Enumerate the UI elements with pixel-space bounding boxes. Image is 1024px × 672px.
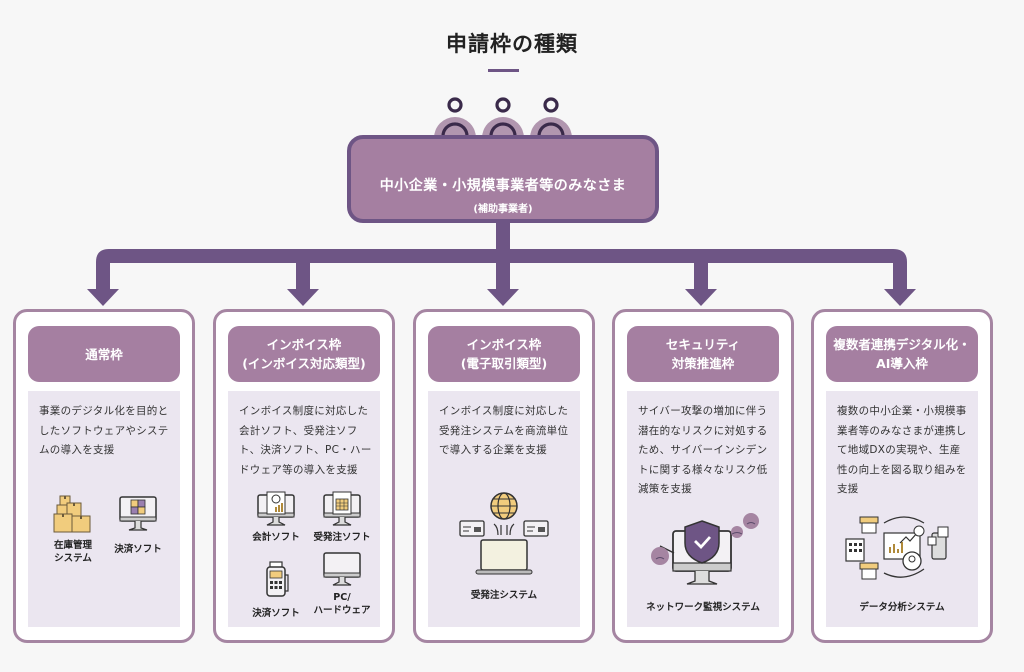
frame-body: 事業のデジタル化を目的としたソフトウェアやシステムの導入を支援 在庫管理システム: [28, 391, 180, 627]
item-inventory: 在庫管理システム: [48, 495, 98, 565]
item-pc-hardware: PC/ハードウェア: [312, 551, 372, 617]
item-label: 会計ソフト: [252, 532, 300, 543]
frame-description: インボイス制度に対応した受発注システムを商流単位で導入する企業を支援: [439, 405, 569, 456]
arrowhead-icon: [87, 289, 119, 306]
data-analysis-icon: [845, 516, 949, 580]
item-label: 受発注システム: [470, 590, 538, 601]
arrowhead-icon: [685, 289, 717, 306]
applicant-box: 中小企業・小規模事業者等のみなさま (補助事業者): [347, 135, 659, 223]
item-label: 決済ソフト: [114, 544, 162, 555]
item-data-analysis: データ分析システム: [840, 513, 964, 614]
item-payment-terminal: 決済ソフト: [248, 561, 304, 620]
pc-monitor-icon: [323, 552, 361, 586]
frame-title-line: 複数者連携デジタル化・: [833, 337, 971, 352]
frame-description: インボイス制度に対応した会計ソフト、受発注ソフト、決済ソフト、PC・ハードウェア…: [239, 405, 372, 476]
frame-title-line: 対策推進枠: [671, 356, 735, 371]
calculator-monitor-icon: [119, 496, 157, 531]
frame-description: 複数の中小企業・小規模事業者等のみなさまが連携して地域DXの実現や、生産性の向上…: [837, 405, 967, 495]
item-label: システム: [54, 553, 92, 564]
frame-body: サイバー攻撃の増加に伴う潜在的なリスクに対処するため、サイバーインシデントに関す…: [627, 391, 779, 627]
frame-title-line: 通常枠: [85, 346, 123, 362]
frame-title-line: インボイス枠: [466, 337, 542, 352]
payment-terminal-icon: [266, 561, 289, 597]
frame-body: インボイス制度に対応した会計ソフト、受発注ソフト、決済ソフト、PC・ハードウェア…: [228, 391, 380, 627]
frame-title: 通常枠: [28, 326, 180, 382]
frame-title-line: (インボイス対応類型): [242, 356, 366, 371]
page-title: 申請枠の種類: [446, 32, 578, 56]
item-label: ハードウェア: [313, 605, 371, 616]
item-payment-software: 決済ソフト: [108, 495, 168, 556]
frame-card-normal: 通常枠 事業のデジタル化を目的としたソフトウェアやシステムの導入を支援 在庫管理…: [13, 309, 195, 643]
shield-monitor-icon: [651, 513, 759, 585]
frame-title-line: セキュリティ: [665, 337, 741, 352]
frame-title-line: インボイス枠: [266, 337, 342, 352]
frame-description: 事業のデジタル化を目的としたソフトウェアやシステムの導入を支援: [39, 405, 169, 456]
frame-body: 複数の中小企業・小規模事業者等のみなさまが連携して地域DXの実現や、生産性の向上…: [826, 391, 978, 627]
frame-title: インボイス枠 (インボイス対応類型): [228, 326, 380, 382]
item-label: 決済ソフト: [252, 608, 300, 619]
frame-body: インボイス制度に対応した受発注システムを商流単位で導入する企業を支援 受発注シス…: [428, 391, 580, 627]
frame-card-invoice-electronic: インボイス枠 (電子取引類型) インボイス制度に対応した受発注システムを商流単位…: [413, 309, 595, 643]
globe-laptop-icon: [459, 492, 549, 575]
item-label: データ分析システム: [859, 602, 945, 613]
frame-card-security: セキュリティ 対策推進枠 サイバー攻撃の増加に伴う潜在的なリスクに対処するため、…: [612, 309, 794, 643]
title-underline: [488, 69, 519, 72]
arrowhead-icon: [487, 289, 519, 306]
accounting-monitor-icon: [257, 491, 295, 526]
item-order-software: 受発注ソフト: [312, 491, 372, 544]
item-label: ネットワーク監視システム: [646, 602, 760, 613]
frame-title-line: (電子取引類型): [460, 356, 548, 371]
frame-title-line: AI導入枠: [876, 356, 928, 371]
item-order-system: 受発注システム: [454, 491, 554, 602]
arrowhead-icon: [884, 289, 916, 306]
item-label: PC/: [333, 592, 351, 603]
item-accounting-software: 会計ソフト: [248, 491, 304, 544]
applicant-sub: (補助事業者): [473, 204, 533, 215]
frame-title: 複数者連携デジタル化・ AI導入枠: [826, 326, 978, 382]
item-network-monitoring: ネットワーク監視システム: [639, 513, 767, 614]
applicant-name: 中小企業・小規模事業者等のみなさま: [379, 178, 627, 194]
frame-title: インボイス枠 (電子取引類型): [428, 326, 580, 382]
boxes-icon: [53, 495, 91, 533]
frame-description: サイバー攻撃の増加に伴う潜在的なリスクに対処するため、サイバーインシデントに関す…: [638, 405, 768, 495]
order-monitor-icon: [323, 491, 361, 526]
frame-card-multi-party-ai: 複数者連携デジタル化・ AI導入枠 複数の中小企業・小規模事業者等のみなさまが連…: [811, 309, 993, 643]
item-label: 受発注ソフト: [313, 532, 371, 543]
item-label: 在庫管理: [53, 540, 92, 551]
frame-card-invoice-standard: インボイス枠 (インボイス対応類型) インボイス制度に対応した会計ソフト、受発注…: [213, 309, 395, 643]
frame-title: セキュリティ 対策推進枠: [627, 326, 779, 382]
arrowhead-icon: [287, 289, 319, 306]
